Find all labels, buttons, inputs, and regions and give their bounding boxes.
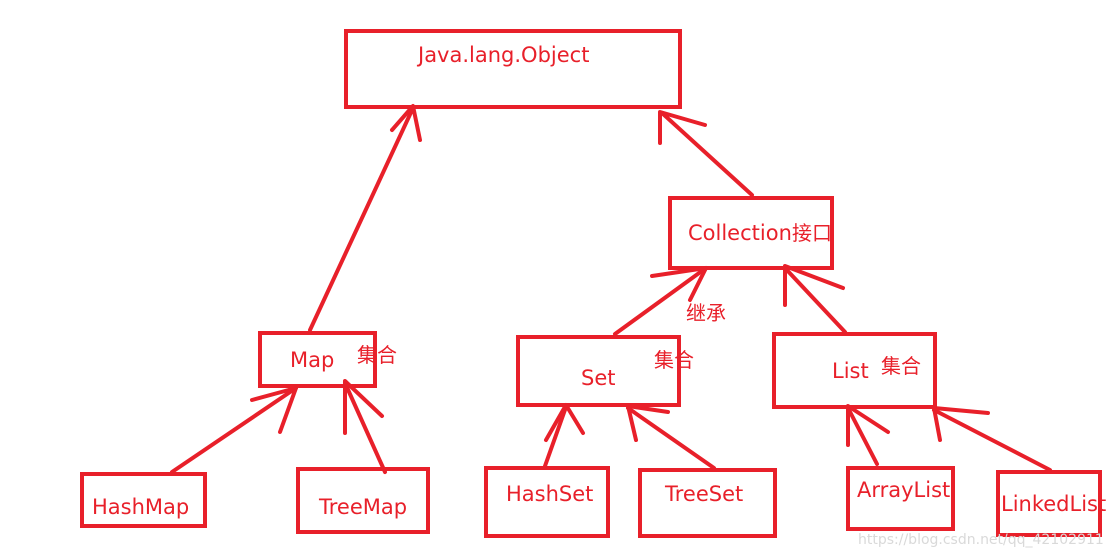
watermark-text: https://blog.csdn.net/qq_42102911 bbox=[858, 532, 1104, 548]
arraylist-box bbox=[846, 466, 955, 531]
list-box bbox=[772, 332, 937, 409]
treeset-box bbox=[638, 468, 777, 538]
map-label: Map bbox=[290, 348, 334, 372]
map-collection-note: 集合 bbox=[357, 343, 397, 367]
hashset-label: HashSet bbox=[506, 482, 593, 506]
hashmap-label: HashMap bbox=[92, 495, 189, 519]
collection-to-object-edge bbox=[658, 110, 754, 197]
inherit-note: 继承 bbox=[686, 301, 726, 325]
treemap-to-map-edge bbox=[343, 379, 387, 474]
treeset-to-set-edge bbox=[626, 404, 716, 470]
linkedlist-to-list-edge bbox=[932, 406, 1052, 472]
treemap-label: TreeMap bbox=[318, 495, 407, 519]
set-label: Set bbox=[581, 366, 615, 390]
list-label: List bbox=[832, 359, 869, 383]
linkedlist-label: LinkedList bbox=[1001, 492, 1106, 516]
treeset-label: TreeSet bbox=[664, 482, 743, 506]
hashset-box bbox=[484, 466, 610, 538]
object-label: Java.lang.Object bbox=[416, 43, 589, 67]
list-collection-note: 集合 bbox=[881, 354, 921, 378]
arraylist-to-list-edge bbox=[846, 404, 890, 466]
collection-box bbox=[668, 196, 834, 270]
object-box bbox=[344, 29, 682, 109]
hashmap-box bbox=[80, 472, 207, 528]
set-to-collection-edge bbox=[613, 266, 708, 336]
set-collection-note: 集合 bbox=[654, 348, 694, 372]
set-box bbox=[516, 335, 681, 407]
list-to-collection-edge bbox=[783, 264, 847, 334]
map-to-object-edge bbox=[308, 104, 422, 332]
map-box bbox=[258, 331, 377, 388]
hashset-to-set-edge bbox=[543, 403, 585, 468]
treemap-box bbox=[296, 467, 430, 534]
arraylist-label: ArrayList bbox=[857, 478, 950, 502]
linkedlist-box bbox=[996, 470, 1102, 537]
collection-interface-note: 接口 bbox=[792, 221, 832, 245]
hashmap-to-map-edge bbox=[170, 386, 298, 474]
collection-label: Collection bbox=[688, 221, 792, 245]
